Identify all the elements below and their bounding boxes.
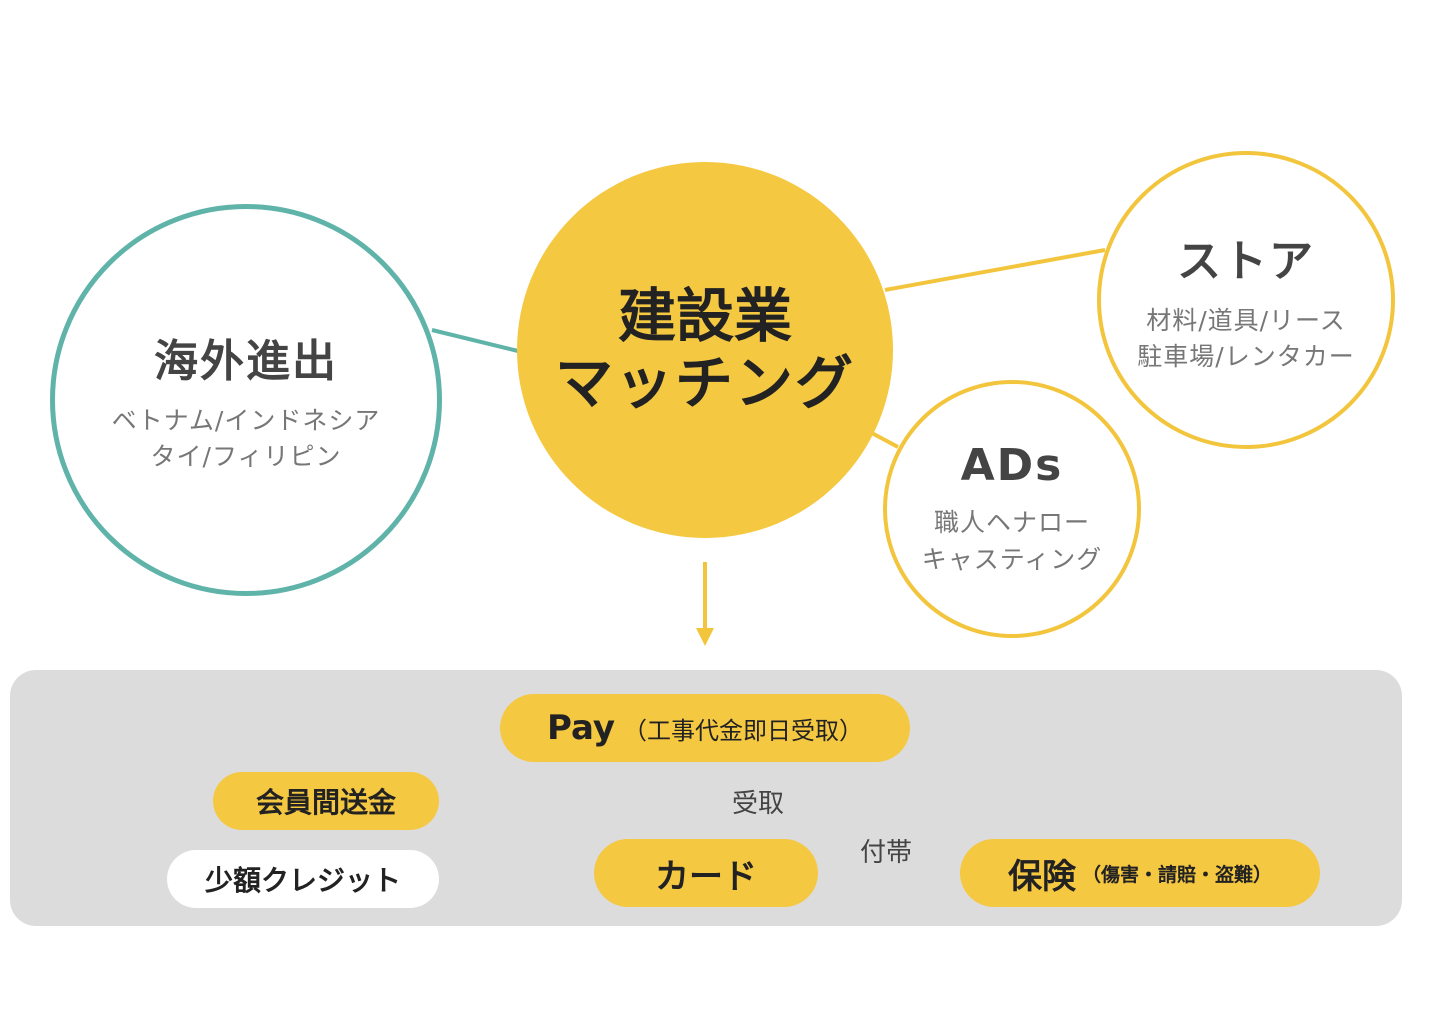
link-store: [884, 248, 1106, 292]
pay-note: （工事代金即日受取）: [623, 716, 864, 745]
hub-line1: 建設業: [617, 282, 792, 351]
ads-title: ADs: [960, 440, 1064, 492]
card-label: カード: [655, 856, 757, 897]
link-ads: [869, 430, 899, 449]
overseas-sub1: ベトナム/インドネシア: [111, 405, 381, 435]
small-credit-label: 少額クレジット: [204, 864, 401, 897]
insurance-pill: 保険 （傷害・請賠・盗難）: [960, 839, 1320, 907]
ads-sub2: キャスティング: [921, 544, 1103, 574]
pay-pill: Pay （工事代金即日受取）: [500, 694, 910, 762]
store-circle: ストア 材料/道具/リース 駐車場/レンタカー: [1097, 151, 1395, 449]
hub-line2: マッチング: [554, 349, 855, 417]
store-title: ストア: [1177, 235, 1315, 287]
pay-label: Pay: [546, 708, 616, 748]
overseas-title: 海外進出: [154, 335, 338, 387]
insurance-label: 保険: [1007, 856, 1076, 897]
hub-circle: 建設業 マッチング: [517, 162, 893, 538]
overseas-circle: 海外進出 ベトナム/インドネシア タイ/フィリピン: [50, 204, 442, 596]
attach-label: 付帯: [860, 838, 913, 868]
overseas-sub2: タイ/フィリピン: [150, 442, 342, 471]
arrow-down-head: [696, 628, 714, 646]
receive-label: 受取: [732, 789, 785, 819]
insurance-note: （傷害・請賠・盗難）: [1081, 863, 1272, 886]
link-overseas: [431, 328, 523, 354]
ads-sub1: 職人ヘナロー: [933, 508, 1090, 538]
store-sub2: 駐車場/レンタカー: [1137, 342, 1355, 371]
member-transfer-label: 会員間送金: [255, 786, 396, 819]
card-pill: カード: [594, 839, 818, 907]
store-sub1: 材料/道具/リース: [1146, 305, 1346, 335]
ads-circle: ADs 職人ヘナロー キャスティング: [883, 380, 1141, 638]
member-transfer-pill: 会員間送金: [213, 772, 439, 830]
small-credit-pill: 少額クレジット: [167, 850, 439, 908]
